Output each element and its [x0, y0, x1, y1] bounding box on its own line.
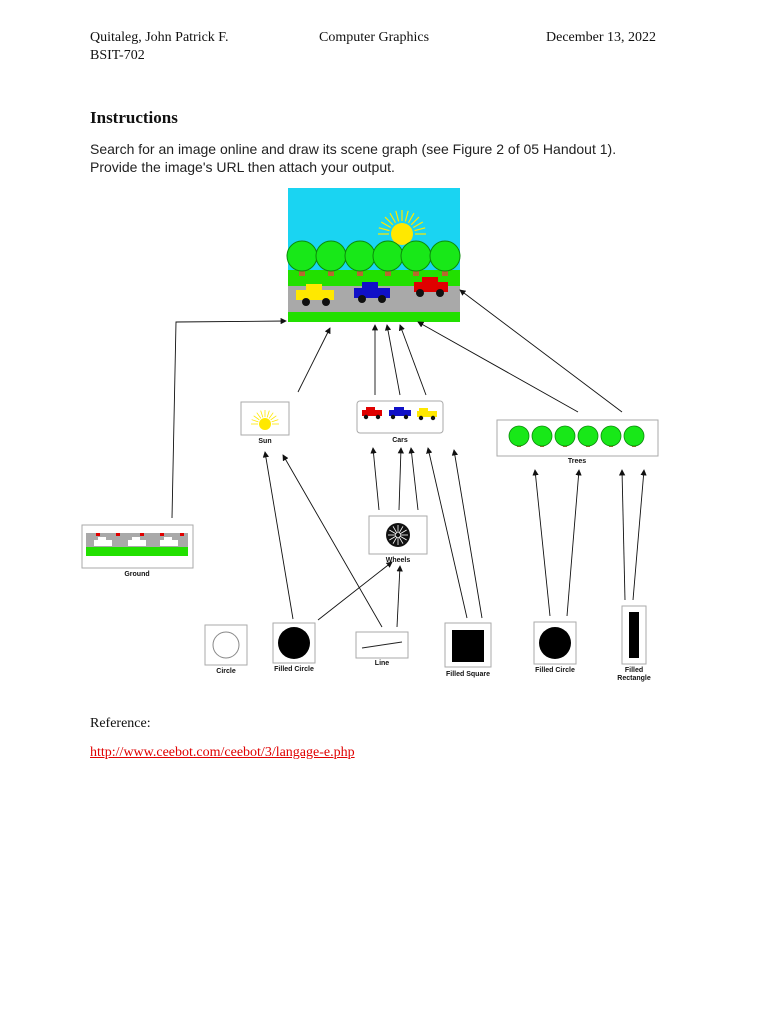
edge-sun-to-scene — [297, 327, 331, 393]
tree-crown — [623, 425, 645, 447]
sun-ray — [251, 419, 259, 423]
sun-ray — [270, 415, 277, 421]
edge-rectangle-to-trees-1 — [618, 469, 626, 601]
author-name: Quitaleg, John Patrick F. — [90, 30, 229, 45]
filled-rectangle-label-2: Rectangle — [617, 675, 651, 682]
reference-label: Reference: — [90, 716, 151, 731]
edge-trees-to-scene-2 — [459, 289, 623, 413]
sun-ray — [412, 221, 424, 229]
root-sun — [378, 210, 426, 245]
sun-ray — [407, 212, 415, 224]
document-date: December 13, 2022 — [546, 30, 657, 45]
scene-graph-edges — [171, 289, 647, 628]
tree-crown — [531, 425, 553, 447]
tree-crown — [344, 240, 376, 272]
edge-wheels-to-cars-2 — [397, 447, 404, 511]
ground-node: Ground — [81, 524, 194, 578]
course-title: Computer Graphics — [319, 30, 430, 45]
edge-square-to-cars-2 — [451, 449, 483, 619]
filled-circle-label-2: Filled Circle — [535, 667, 575, 674]
sun-ray — [404, 210, 409, 222]
tree-crown — [372, 240, 404, 272]
cars-node: Cars — [356, 400, 444, 444]
filled-circle-node-2: Filled Circle — [533, 621, 577, 674]
edge-filled-circle-to-wheels — [317, 561, 393, 621]
instructions-heading: Instructions — [90, 108, 178, 127]
edge-line-to-sun — [282, 454, 383, 628]
sun-ray — [389, 212, 397, 224]
sun-ray — [260, 410, 264, 418]
trees-node: Trees — [496, 419, 659, 465]
edge-car3-to-scene — [398, 324, 427, 396]
tree-crown — [554, 425, 576, 447]
sun-ray — [266, 410, 270, 418]
section: BSIT-702 — [90, 48, 145, 63]
trees-label: Trees — [568, 458, 586, 465]
sun-ray — [395, 210, 400, 222]
filled-rectangle-node: Filled Rectangle — [617, 605, 651, 682]
line-label: Line — [375, 660, 389, 667]
tree-crown — [429, 240, 461, 272]
sun-ray — [256, 412, 262, 419]
root-car-blue — [354, 282, 390, 303]
filled-circle-node-1: Filled Circle — [272, 622, 316, 673]
edge-line-to-wheels — [396, 565, 403, 628]
root-car-red — [414, 277, 448, 297]
tree-crown — [286, 240, 318, 272]
tree-crown — [315, 240, 347, 272]
reference-link[interactable]: http://www.ceebot.com/ceebot/3/langage-e… — [90, 745, 355, 760]
ground-label: Ground — [124, 571, 149, 578]
filled-circle-label-1: Filled Circle — [274, 666, 314, 673]
cars-label: Cars — [392, 437, 408, 444]
edge-car2-to-scene — [384, 324, 401, 396]
sun-label: Sun — [258, 438, 271, 445]
sun-node: Sun — [240, 401, 290, 445]
edge-wheels-to-cars-1 — [370, 447, 380, 511]
sun-ray — [268, 412, 274, 419]
edge-rectangle-to-trees-2 — [632, 469, 647, 601]
instructions-line-2: Provide the image's URL then attach your… — [90, 159, 395, 175]
filled-square-node: Filled Square — [444, 622, 492, 678]
root-car-yellow — [296, 284, 334, 306]
scene-root-image — [286, 188, 461, 322]
wheels-label: Wheels — [386, 557, 411, 564]
edge-ground-to-scene — [171, 317, 287, 519]
edge-filled-circle-to-sun — [262, 451, 294, 620]
tree-crown — [600, 425, 622, 447]
tree-crown — [400, 240, 432, 272]
sun-ray — [380, 221, 392, 229]
edge-filled-circle-to-trees-1 — [532, 469, 551, 617]
edge-square-to-cars-1 — [426, 447, 468, 619]
edge-trees-to-scene-1 — [417, 321, 579, 413]
sun-ray — [384, 216, 394, 226]
circle-node: Circle — [204, 624, 248, 675]
instructions-line-1: Search for an image online and draw its … — [90, 141, 617, 157]
filled-square-label: Filled Square — [446, 671, 490, 678]
edge-wheels-to-cars-3 — [408, 447, 419, 511]
circle-label: Circle — [216, 668, 236, 675]
sun-ray — [271, 419, 279, 423]
filled-rectangle-label-1: Filled — [625, 667, 643, 674]
sun-ray — [253, 415, 260, 421]
tree-crown — [508, 425, 530, 447]
sun-ray — [410, 216, 420, 226]
instructions-text: Search for an image online and draw its … — [90, 140, 690, 176]
sun-ray — [378, 227, 390, 232]
tree-crown — [577, 425, 599, 447]
edge-filled-circle-to-trees-2 — [566, 469, 582, 617]
sun-ray — [414, 227, 426, 232]
wheels-node: Wheels — [368, 515, 428, 564]
line-node: Line — [355, 631, 409, 667]
